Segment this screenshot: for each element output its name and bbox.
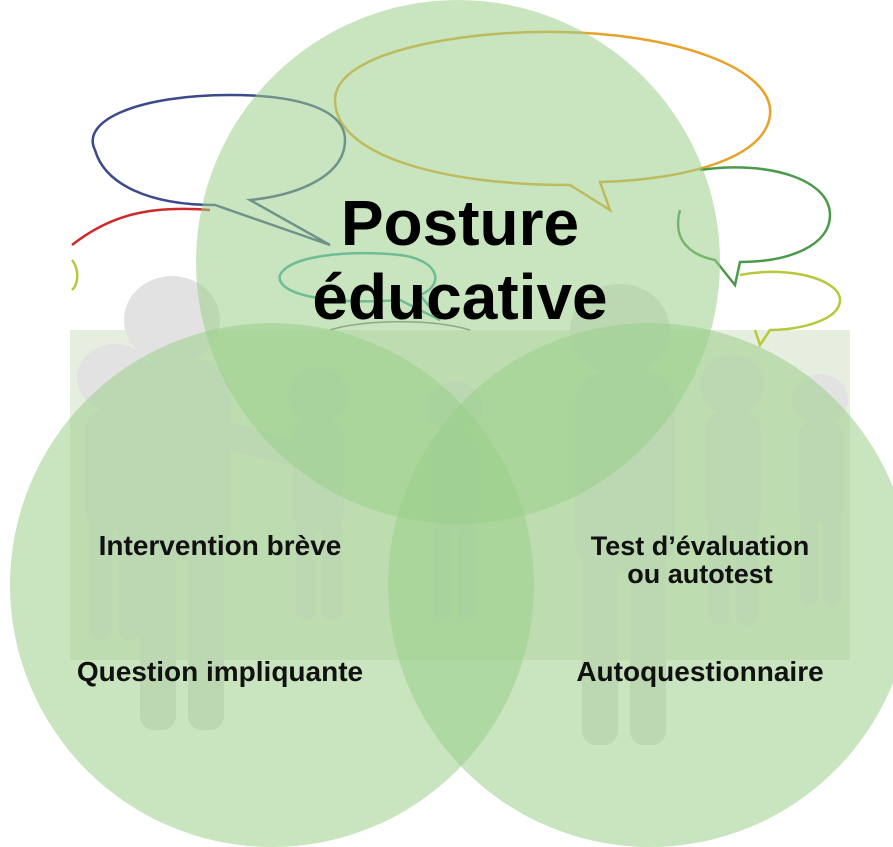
bubble-red: [71, 207, 211, 246]
left-circle-item-intervention: Intervention brève: [98, 530, 342, 561]
right-item-test-line-2: ou autotest: [627, 559, 773, 589]
circle-left: [10, 323, 534, 847]
bubble-lime-right: [739, 270, 842, 348]
circle-right: [388, 323, 893, 847]
venn-circles: [10, 0, 893, 847]
left-circle-item-question: Question impliquante: [76, 656, 364, 687]
right-circle-item-test: Test d’évaluation ou autotest: [540, 532, 860, 588]
bubble-lime-left: [70, 259, 79, 291]
top-circle-title: Posture éducative: [270, 186, 650, 334]
title-line-1: Posture: [340, 187, 580, 259]
title-line-2: éducative: [312, 261, 608, 333]
right-item-test-line-1: Test d’évaluation: [590, 531, 810, 561]
right-circle-item-autoquestionnaire: Autoquestionnaire: [576, 656, 824, 687]
